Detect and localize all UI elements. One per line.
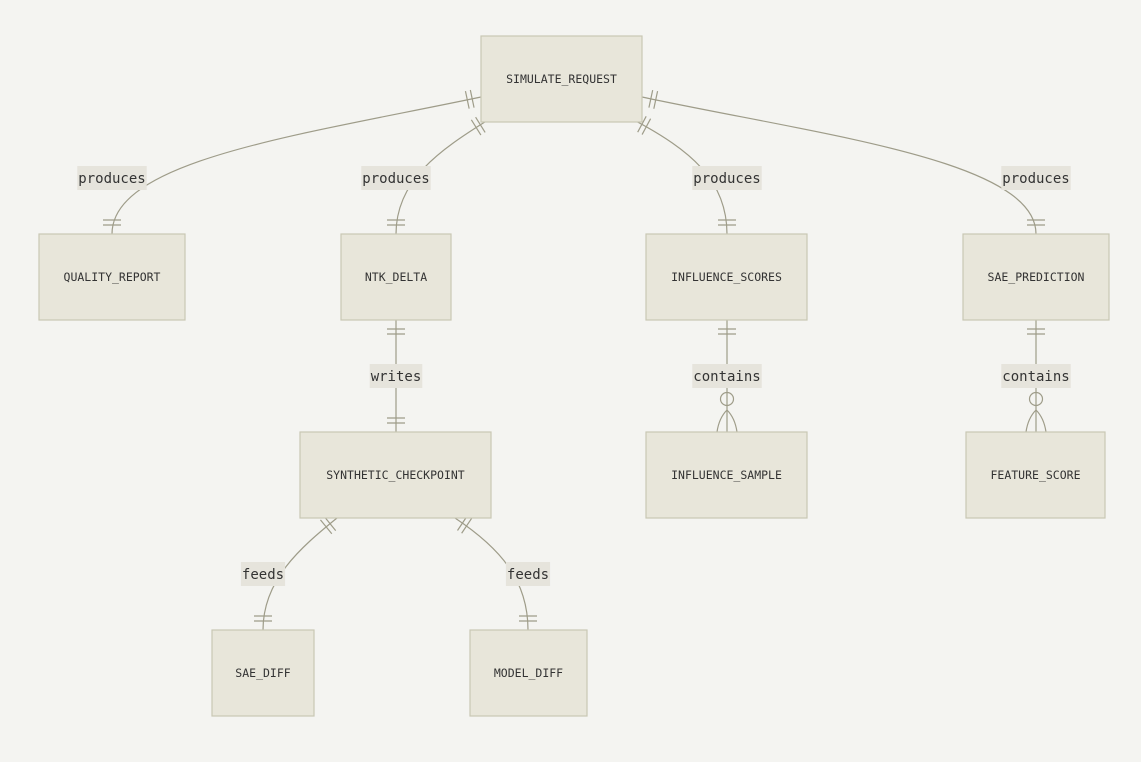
cardinality-one-marker xyxy=(653,90,659,109)
entity-label: SAE_DIFF xyxy=(235,666,290,680)
relationship-label-text: feeds xyxy=(242,567,284,583)
cardinality-one-marker xyxy=(464,90,470,109)
relationship-label-bg xyxy=(361,166,431,190)
relationship-label-text: feeds xyxy=(507,567,549,583)
relationship-label-text: produces xyxy=(1002,171,1069,187)
relationship-label-bg xyxy=(77,166,147,190)
relationship-label: feeds xyxy=(505,562,551,586)
relationship-label-text: produces xyxy=(78,171,145,187)
entity-simulate-request[interactable]: SIMULATE_REQUEST xyxy=(480,35,643,123)
entity-box[interactable] xyxy=(299,431,492,519)
relationship-label: produces xyxy=(361,166,431,190)
relationship-label-text: produces xyxy=(693,171,760,187)
entity-synthetic-checkpoint[interactable]: SYNTHETIC_CHECKPOINT xyxy=(299,431,492,519)
relationship-label-bg xyxy=(1001,364,1071,388)
entity-label: INFLUENCE_SCORES xyxy=(671,270,782,284)
relationship-label: produces xyxy=(77,166,147,190)
entity-label: SIMULATE_REQUEST xyxy=(506,72,617,86)
entity-label: QUALITY_REPORT xyxy=(64,270,161,284)
entity-box[interactable] xyxy=(965,431,1106,519)
cardinality-one-marker xyxy=(470,119,482,136)
relationship-line xyxy=(262,517,338,631)
entity-box[interactable] xyxy=(962,233,1110,321)
relationship-labels: produces produces produces produces writes co… xyxy=(77,166,1071,586)
cardinality-many-marker xyxy=(1035,409,1047,433)
entity-box[interactable] xyxy=(38,233,186,321)
entity-sae-diff[interactable]: SAE_DIFF xyxy=(211,629,315,717)
relationship-label: feeds xyxy=(240,562,286,586)
relationship-line xyxy=(111,96,482,235)
entity-label: INFLUENCE_SAMPLE xyxy=(671,468,782,482)
relationship-label-bg xyxy=(692,166,762,190)
cardinality-many-marker xyxy=(1025,409,1037,433)
entity-label: MODEL_DIFF xyxy=(494,666,563,680)
relationship-label: produces xyxy=(692,166,762,190)
cardinality-one-marker xyxy=(637,116,647,133)
relationship-line xyxy=(641,96,1037,235)
entity-label: FEATURE_SCORE xyxy=(990,468,1080,482)
cardinality-many-marker xyxy=(1028,391,1044,407)
entity-sae-prediction[interactable]: SAE_PREDICTION xyxy=(962,233,1110,321)
entity-box[interactable] xyxy=(211,629,315,717)
cardinality-one-marker xyxy=(319,519,333,535)
relationship-label-text: contains xyxy=(1002,369,1069,385)
relationship-label-text: writes xyxy=(371,369,422,385)
relationship-label-bg xyxy=(240,562,286,586)
entity-box[interactable] xyxy=(645,233,808,321)
relationship-simulate_request-sae_prediction xyxy=(641,89,1045,235)
entity-ntk-delta[interactable]: NTK_DELTA xyxy=(340,233,452,321)
cardinality-one-marker xyxy=(323,516,337,532)
entity-box[interactable] xyxy=(645,431,808,519)
entity-label: SYNTHETIC_CHECKPOINT xyxy=(326,468,465,482)
relationship-lines xyxy=(103,89,1047,631)
cardinality-many-marker xyxy=(716,409,728,433)
entity-influence-scores[interactable]: INFLUENCE_SCORES xyxy=(645,233,808,321)
entity-box[interactable] xyxy=(469,629,588,717)
cardinality-one-marker xyxy=(475,116,486,133)
entity-box[interactable] xyxy=(340,233,452,321)
relationship-label-bg xyxy=(692,364,762,388)
relationship-label-text: contains xyxy=(693,369,760,385)
cardinality-many-marker xyxy=(719,391,735,407)
cardinality-one-marker xyxy=(641,118,652,135)
entity-box[interactable] xyxy=(480,35,643,123)
cardinality-one-marker xyxy=(469,89,475,108)
relationship-label-text: produces xyxy=(362,171,429,187)
relationship-synthetic_checkpoint-sae_diff xyxy=(254,516,338,631)
relationship-label: produces xyxy=(1001,166,1071,190)
entity-label: NTK_DELTA xyxy=(365,270,427,284)
entity-label: SAE_PREDICTION xyxy=(988,270,1085,284)
relationship-label-bg xyxy=(1001,166,1071,190)
relationship-simulate_request-quality_report xyxy=(103,89,482,235)
entity-feature-score[interactable]: FEATURE_SCORE xyxy=(965,431,1106,519)
entity-quality-report[interactable]: QUALITY_REPORT xyxy=(38,233,186,321)
entity-model-diff[interactable]: MODEL_DIFF xyxy=(469,629,588,717)
relationship-label: writes xyxy=(369,364,423,388)
entity-influence-sample[interactable]: INFLUENCE_SAMPLE xyxy=(645,431,808,519)
relationship-label: contains xyxy=(692,364,762,388)
cardinality-many-marker xyxy=(726,409,738,433)
entities: SIMULATE_REQUEST QUALITY_REPORT NTK_DELTA I… xyxy=(38,35,1110,717)
relationship-label-bg xyxy=(369,364,423,388)
cardinality-one-marker xyxy=(461,517,473,534)
relationship-label-bg xyxy=(505,562,551,586)
relationship-label: contains xyxy=(1001,364,1071,388)
cardinality-one-marker xyxy=(648,89,654,108)
